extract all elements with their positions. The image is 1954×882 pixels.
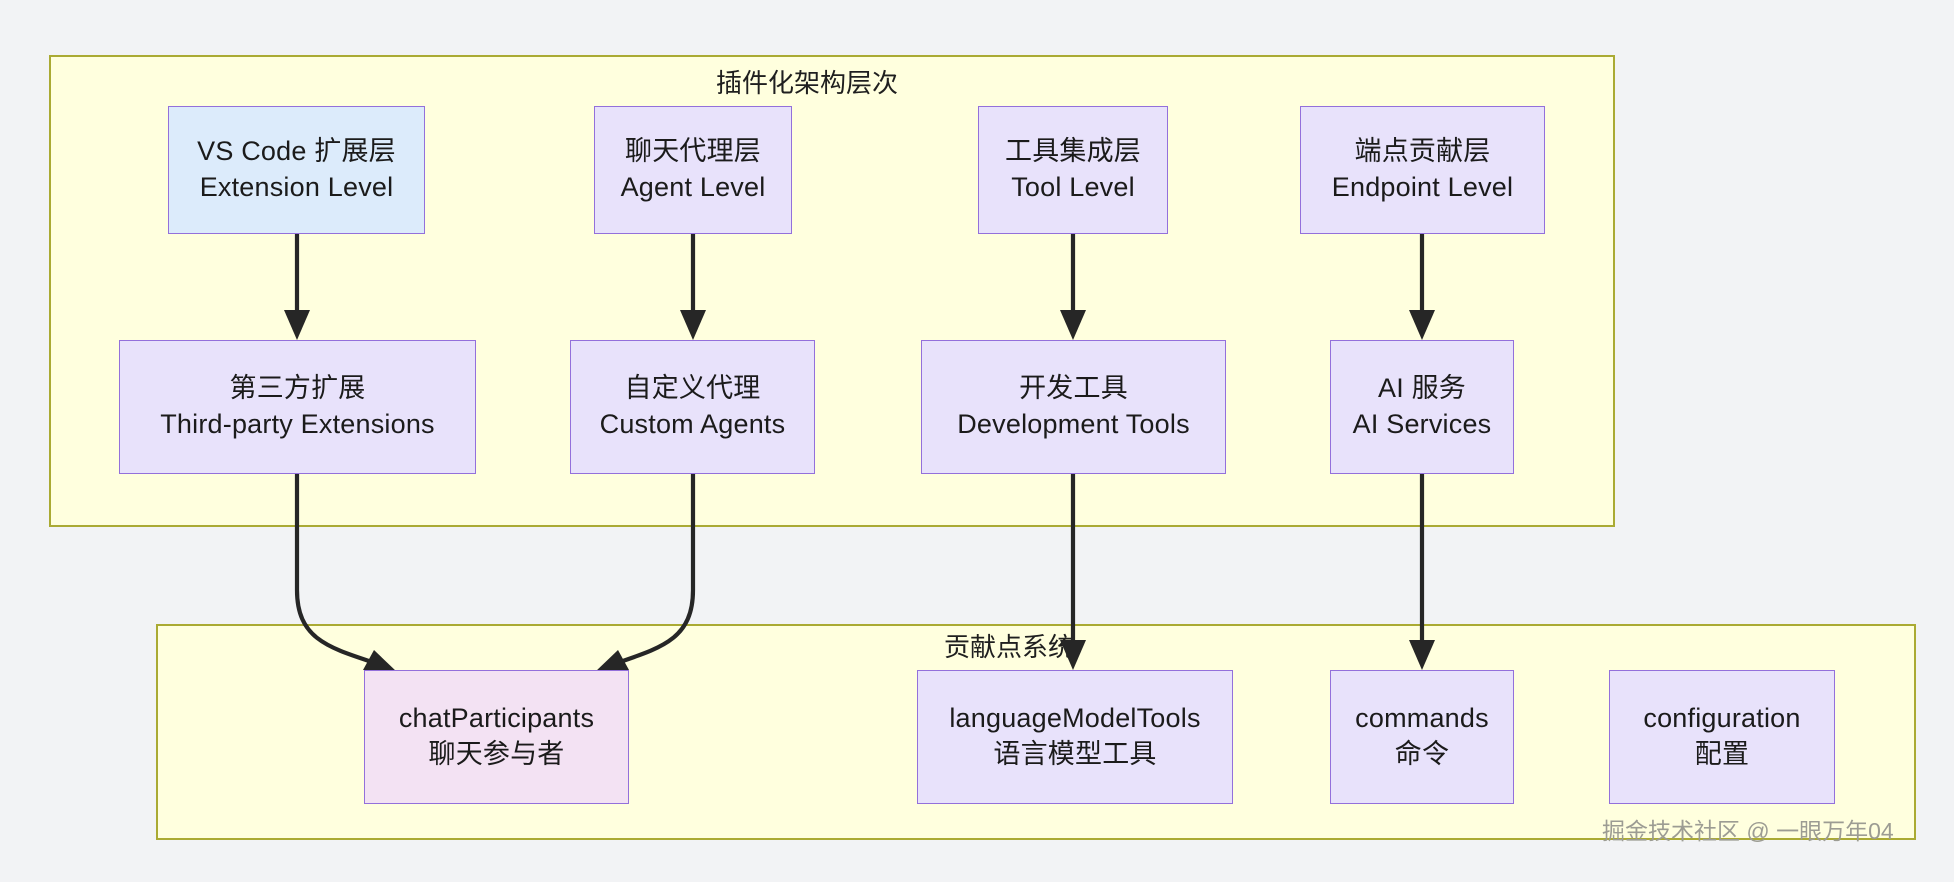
node-commands-line1: commands: [1355, 703, 1489, 734]
node-third-party-extensions-line1: 第三方扩展: [229, 373, 366, 404]
subgraph-architecture-layers-title: 插件化架构层次: [716, 68, 899, 98]
node-tool-level-line1: 工具集成层: [1005, 136, 1141, 167]
node-extension-level-line2: Extension Level: [199, 172, 394, 202]
node-chat-participants-line1: chatParticipants: [398, 703, 595, 734]
node-configuration[interactable]: configuration 配置: [1609, 670, 1835, 804]
node-language-model-tools-line1: languageModelTools: [949, 703, 1201, 734]
subgraph-contribution-points-title: 贡献点系统: [944, 632, 1075, 662]
node-chat-participants[interactable]: chatParticipants 聊天参与者: [364, 670, 629, 804]
node-language-model-tools[interactable]: languageModelTools 语言模型工具: [917, 670, 1233, 804]
node-commands-line2: 命令: [1394, 739, 1450, 769]
node-language-model-tools-line2: 语言模型工具: [993, 739, 1157, 769]
node-agent-level-line1: 聊天代理层: [625, 136, 761, 167]
node-development-tools-line1: 开发工具: [1019, 373, 1128, 404]
node-ai-services-line2: AI Services: [1352, 409, 1492, 439]
node-ai-services[interactable]: AI 服务 AI Services: [1330, 340, 1514, 474]
node-commands[interactable]: commands 命令: [1330, 670, 1514, 804]
node-endpoint-level-line2: Endpoint Level: [1331, 172, 1514, 202]
node-third-party-extensions[interactable]: 第三方扩展 Third-party Extensions: [119, 340, 476, 474]
node-tool-level-line2: Tool Level: [1011, 172, 1135, 202]
node-configuration-line1: configuration: [1643, 703, 1801, 734]
watermark: 掘金技术社区 @ 一眼万年04: [1602, 818, 1894, 844]
node-custom-agents[interactable]: 自定义代理 Custom Agents: [570, 340, 815, 474]
node-endpoint-level[interactable]: 端点贡献层 Endpoint Level: [1300, 106, 1545, 234]
node-extension-level[interactable]: VS Code 扩展层 Extension Level: [168, 106, 425, 234]
node-ai-services-line1: AI 服务: [1377, 373, 1466, 404]
node-tool-level[interactable]: 工具集成层 Tool Level: [978, 106, 1168, 234]
node-custom-agents-line2: Custom Agents: [599, 409, 786, 439]
node-agent-level-line2: Agent Level: [620, 172, 766, 202]
node-chat-participants-line2: 聊天参与者: [428, 739, 565, 769]
node-extension-level-line1: VS Code 扩展层: [197, 136, 396, 167]
node-development-tools-line2: Development Tools: [957, 409, 1190, 439]
node-configuration-line2: 配置: [1694, 739, 1750, 769]
node-endpoint-level-line1: 端点贡献层: [1354, 136, 1491, 167]
node-development-tools[interactable]: 开发工具 Development Tools: [921, 340, 1226, 474]
node-agent-level[interactable]: 聊天代理层 Agent Level: [594, 106, 792, 234]
node-custom-agents-line1: 自定义代理: [624, 373, 761, 404]
node-third-party-extensions-line2: Third-party Extensions: [160, 409, 435, 439]
